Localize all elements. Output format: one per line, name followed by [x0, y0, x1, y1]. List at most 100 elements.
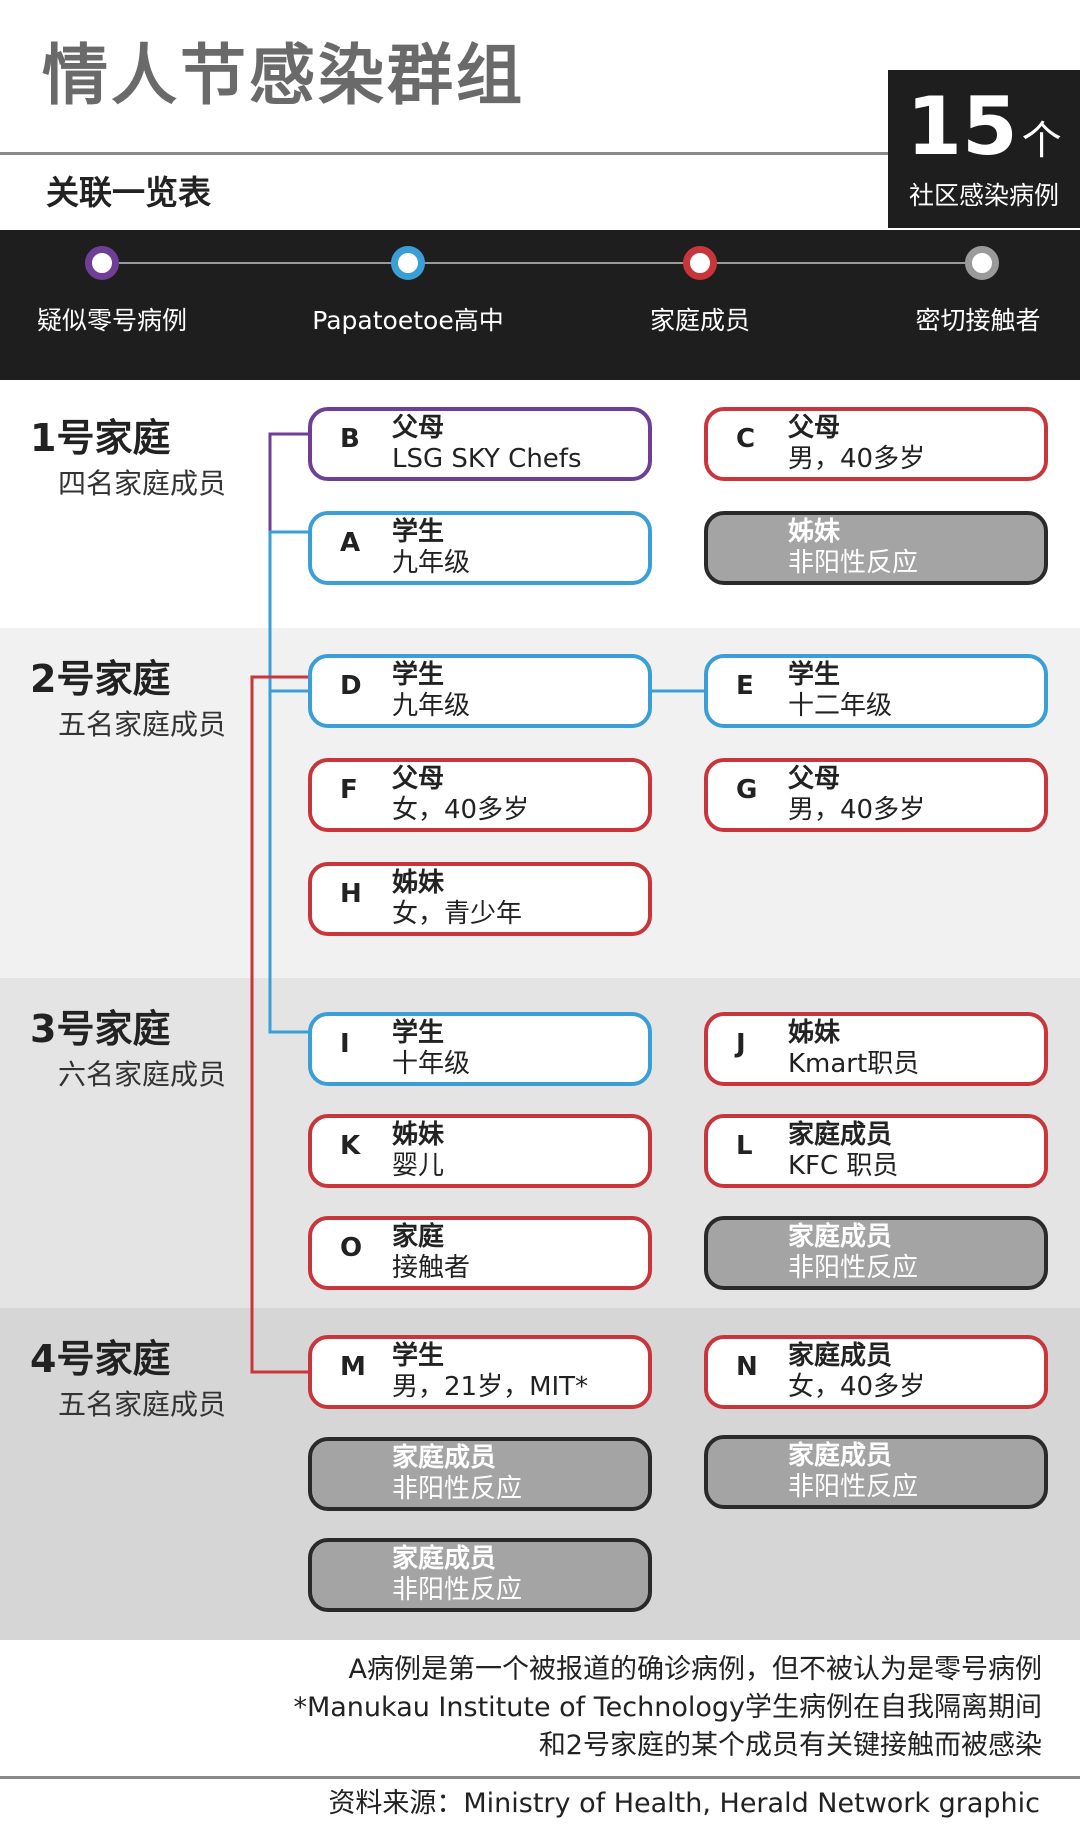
case-letter: B	[340, 424, 360, 454]
case-card-j[interactable]: J 姊妹 Kmart职员	[704, 1012, 1048, 1086]
family-3-title: 3号家庭	[30, 1007, 171, 1051]
case-card-negative[interactable]: 家庭成员 非阳性反应	[308, 1437, 652, 1511]
case-detail: 男，21岁，MIT*	[392, 1372, 589, 1402]
case-card-e[interactable]: E 学生 十二年级	[704, 654, 1048, 728]
case-detail: 男，40多岁	[788, 444, 926, 474]
case-detail: 十年级	[392, 1049, 471, 1079]
page-subtitle: 关联一览表	[46, 173, 211, 212]
case-role: 父母	[392, 764, 445, 794]
note-line-2: *Manukau Institute of Technology学生病例在自我隔…	[293, 1692, 1042, 1723]
note-line-1: A病例是第一个被报道的确诊病例，但不被认为是零号病例	[348, 1654, 1042, 1685]
case-card-k[interactable]: K 姊妹 婴儿	[308, 1114, 652, 1188]
case-detail: 接触者	[392, 1253, 471, 1283]
case-count-label: 社区感染病例	[908, 181, 1059, 210]
case-detail: 非阳性反应	[788, 1253, 919, 1283]
case-detail: 九年级	[392, 548, 471, 578]
case-detail: 非阳性反应	[788, 548, 919, 578]
case-count-number: 15	[906, 80, 1018, 173]
case-letter: J	[736, 1029, 746, 1059]
case-card-i[interactable]: I 学生 十年级	[308, 1012, 652, 1086]
legend: 疑似零号病例 Papatoetoe高中 家庭成员 密切接触者	[0, 230, 1080, 380]
legend-dot-household	[683, 246, 717, 280]
case-letter: N	[736, 1352, 758, 1382]
case-detail: Kmart职员	[788, 1049, 920, 1079]
case-role: 家庭成员	[392, 1544, 497, 1574]
case-letter: M	[340, 1352, 366, 1382]
legend-label-household: 家庭成员	[649, 306, 750, 335]
case-role: 父母	[788, 764, 841, 794]
case-detail: 女，40多岁	[788, 1372, 926, 1402]
case-role: 姊妹	[392, 1120, 445, 1150]
case-role: 家庭成员	[788, 1341, 893, 1371]
case-role: 父母	[392, 413, 445, 443]
case-detail: 婴儿	[392, 1151, 445, 1181]
page-title: 情人节感染群组	[42, 37, 525, 114]
case-role: 家庭	[392, 1222, 445, 1252]
family-2-subtitle: 五名家庭成员	[58, 708, 227, 741]
case-card-d[interactable]: D 学生 九年级	[308, 654, 652, 728]
case-card-negative[interactable]: 家庭成员 非阳性反应	[704, 1435, 1048, 1509]
case-detail: 女，青少年	[392, 899, 523, 929]
case-card-negative[interactable]: 家庭成员 非阳性反应	[704, 1216, 1048, 1290]
case-card-n[interactable]: N 家庭成员 女，40多岁	[704, 1335, 1048, 1409]
family-2-title: 2号家庭	[30, 657, 171, 701]
case-role: 姊妹	[788, 517, 841, 547]
legend-label-school: Papatoetoe高中	[312, 306, 504, 335]
legend-dot-patient-zero	[85, 246, 119, 280]
case-detail: LSG SKY Chefs	[392, 444, 582, 474]
legend-label-patient-zero: 疑似零号病例	[36, 306, 187, 335]
case-letter: A	[340, 528, 361, 558]
case-detail: 十二年级	[788, 691, 893, 721]
footer-divider	[0, 1776, 1080, 1779]
case-letter: O	[340, 1233, 363, 1263]
case-letter: F	[340, 775, 358, 805]
case-role: 学生	[392, 1018, 445, 1048]
case-card-l[interactable]: L 家庭成员 KFC 职员	[704, 1114, 1048, 1188]
case-card-negative[interactable]: 家庭成员 非阳性反应	[308, 1538, 652, 1612]
case-role: 学生	[788, 660, 841, 690]
case-letter: D	[340, 671, 362, 701]
case-card-a[interactable]: A 学生 九年级	[308, 511, 652, 585]
case-role: 家庭成员	[788, 1222, 893, 1252]
note-line-3: 和2号家庭的某个成员有关键接触而被感染	[538, 1730, 1042, 1761]
family-1-subtitle: 四名家庭成员	[58, 467, 227, 500]
case-card-h[interactable]: H 姊妹 女，青少年	[308, 862, 652, 936]
case-detail: 非阳性反应	[788, 1472, 919, 1502]
case-role: 学生	[392, 660, 445, 690]
case-detail: 男，40多岁	[788, 795, 926, 825]
case-card-o[interactable]: O 家庭 接触者	[308, 1216, 652, 1290]
case-letter: I	[340, 1029, 350, 1059]
case-card-negative[interactable]: 姊妹 非阳性反应	[704, 511, 1048, 585]
case-letter: H	[340, 879, 362, 909]
case-detail: 非阳性反应	[392, 1575, 523, 1605]
case-card-b[interactable]: B 父母 LSG SKY Chefs	[308, 407, 652, 481]
case-role: 姊妹	[392, 868, 445, 898]
case-count-unit: 个	[1021, 118, 1062, 164]
case-role: 学生	[392, 517, 445, 547]
case-role: 姊妹	[788, 1018, 841, 1048]
case-letter: C	[736, 424, 756, 454]
case-role: 家庭成员	[788, 1120, 893, 1150]
legend-dot-school	[391, 246, 425, 280]
case-role: 学生	[392, 1341, 445, 1371]
family-1-title: 1号家庭	[30, 416, 171, 460]
case-card-m[interactable]: M 学生 男，21岁，MIT*	[308, 1335, 652, 1409]
legend-line	[102, 262, 982, 264]
title-divider	[0, 152, 900, 155]
case-letter: E	[736, 671, 754, 701]
family-4-subtitle: 五名家庭成员	[58, 1388, 227, 1421]
case-detail: KFC 职员	[788, 1151, 899, 1181]
case-card-g[interactable]: G 父母 男，40多岁	[704, 758, 1048, 832]
legend-dot-close-contact	[965, 246, 999, 280]
case-detail: 九年级	[392, 691, 471, 721]
case-detail: 非阳性反应	[392, 1474, 523, 1504]
source-credit: 资料来源：Ministry of Health, Herald Network …	[328, 1788, 1040, 1819]
legend-label-close-contact: 密切接触者	[915, 306, 1041, 335]
case-card-c[interactable]: C 父母 男，40多岁	[704, 407, 1048, 481]
case-role: 家庭成员	[788, 1441, 893, 1471]
case-letter: K	[340, 1131, 361, 1161]
case-card-f[interactable]: F 父母 女，40多岁	[308, 758, 652, 832]
case-role: 家庭成员	[392, 1443, 497, 1473]
